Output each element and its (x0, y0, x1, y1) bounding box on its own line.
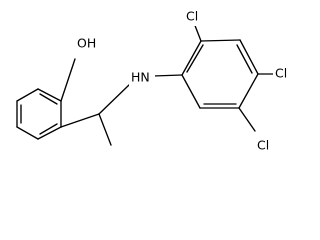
bond-layer (16, 22, 275, 146)
chlorine-label-right: Cl (275, 66, 287, 81)
atom-label-layer: OH HN Cl Cl Cl (74, 7, 291, 155)
aryl-ring-bond (238, 73, 259, 109)
phenyl-chain-bond (60, 113, 100, 128)
phenol-oxygen-bond (60, 58, 76, 102)
aryl-ring-bond (181, 40, 202, 76)
chlorine-bond-bottom (238, 107, 256, 132)
aryl-double-bond (186, 44, 204, 73)
chlorine-label-bottom: Cl (257, 138, 269, 153)
hydroxyl-label: OH (77, 36, 96, 51)
phenol-double-bond (39, 93, 58, 105)
aryl-ring-bond (200, 39, 241, 42)
phenol-ring-bond (37, 126, 62, 140)
chlorine-label-top: Cl (186, 9, 198, 24)
aryl-ring-bond (239, 39, 259, 75)
aryl-double-bond (236, 44, 253, 74)
phenol-double-bond (39, 123, 58, 135)
phenol-ring-bond (16, 126, 39, 140)
amine-label: HN (131, 70, 150, 85)
chemical-structure-diagram: OH HN Cl Cl Cl (16, 7, 291, 155)
nitrogen-aryl-bond (152, 74, 183, 77)
chain-methyl-bond (98, 113, 112, 146)
phenol-ring-bond (37, 88, 62, 102)
phenol-ring-bond (16, 88, 39, 102)
aryl-ring-bond (181, 74, 201, 109)
chain-nitrogen-bond (98, 83, 131, 115)
